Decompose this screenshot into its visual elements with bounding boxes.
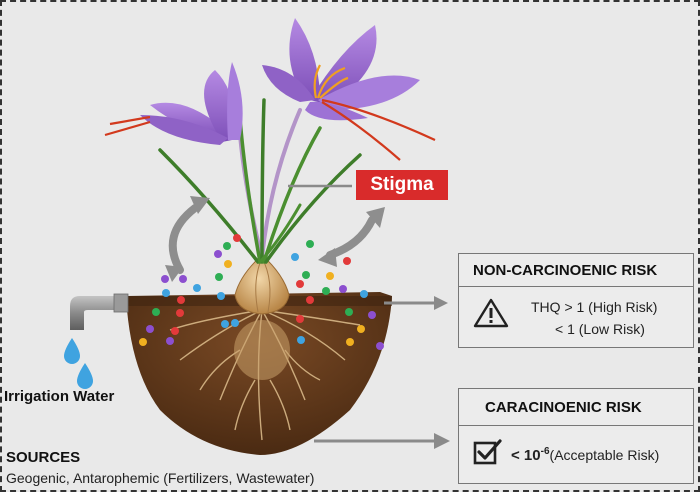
- threshold-prefix: < 10: [511, 447, 541, 464]
- cancer-risk-threshold: < 10-6(Acceptable Risk): [511, 446, 659, 464]
- carcinogenic-title: CARACINOENIC RISK: [459, 389, 693, 426]
- thq-high-risk: THQ > 1 (High Risk): [531, 299, 658, 315]
- metal-particles: [139, 234, 384, 350]
- non-carcinogenic-risk-box: NON-CARCINOENIC RISK THQ > 1 (High Risk)…: [458, 253, 694, 348]
- crocus-flower-left: [104, 62, 243, 145]
- sources-title: SOURCES: [6, 449, 81, 466]
- irrigation-water-label: Irrigation Water: [4, 388, 115, 405]
- connector-arrow-carcinogenic: [314, 433, 450, 449]
- bulb: [234, 254, 290, 315]
- thq-low-risk: < 1 (Low Risk): [555, 321, 645, 337]
- carcinogenic-risk-box: CARACINOENIC RISK < 10-6(Acceptable Risk…: [458, 388, 694, 484]
- irrigation-pipe: [70, 293, 129, 330]
- bulb-core: [234, 320, 290, 380]
- crocus-flower-right: [262, 18, 436, 161]
- sources-text: Geogenic, Antarophemic (Fertilizers, Was…: [6, 470, 315, 486]
- leaves: [158, 98, 362, 264]
- connector-arrow-non-carcinogenic: [384, 296, 448, 310]
- threshold-exponent: -6: [540, 446, 550, 457]
- checkbox-checked-icon: [473, 439, 502, 465]
- water-drops: [64, 338, 93, 389]
- non-carcinogenic-title: NON-CARCINOENIC RISK: [459, 254, 693, 287]
- stigma-label: Stigma: [356, 170, 448, 200]
- acceptable-risk-text: (Acceptable Risk): [549, 447, 660, 463]
- warning-triangle-icon: [473, 298, 509, 328]
- arrow-heads: [165, 196, 385, 282]
